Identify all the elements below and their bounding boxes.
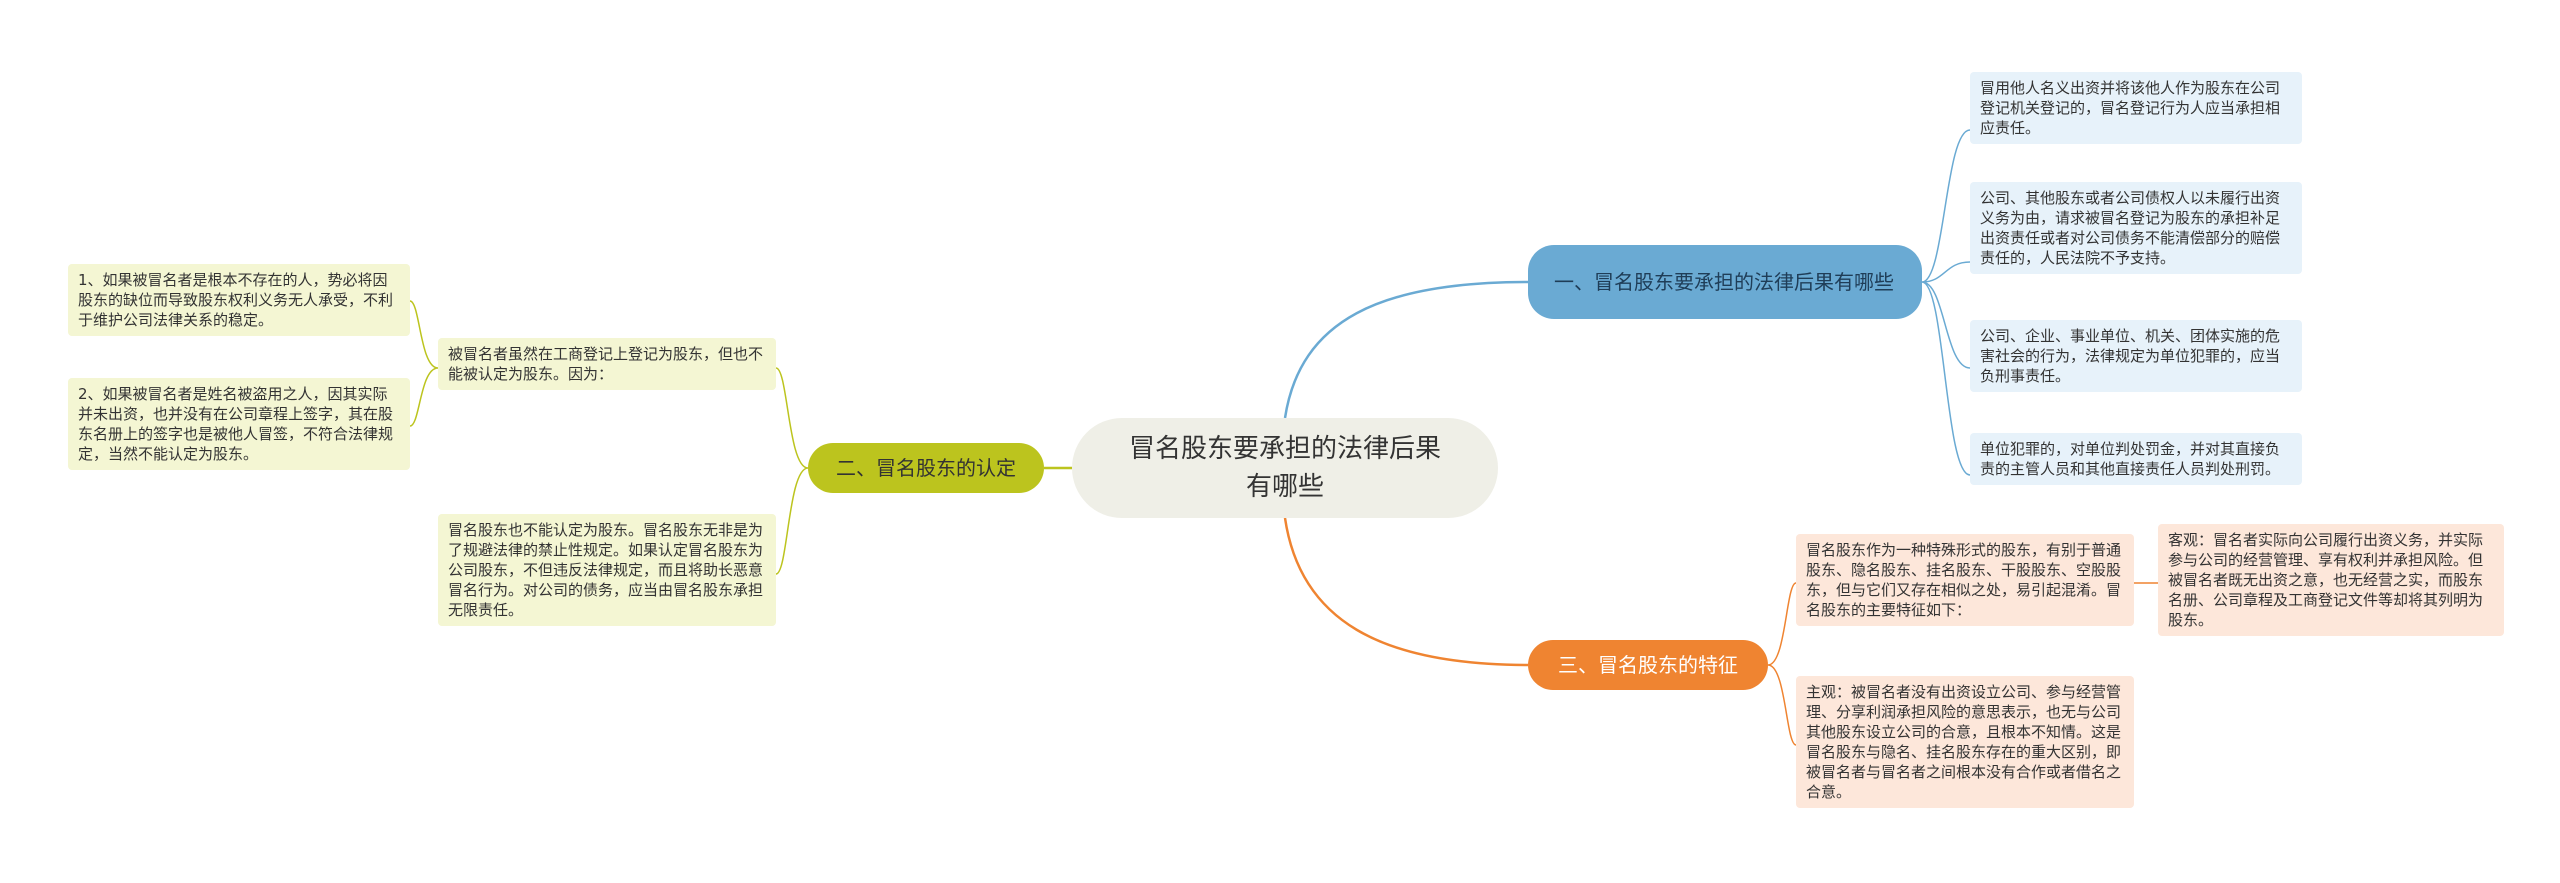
connector-root-b1 [1283, 280, 1529, 419]
branch-title: 二、冒名股东的认定 [836, 456, 1016, 480]
leaf-item[interactable]: 1、如果被冒名者是根本不存在的人，势必将因股东的缺位而导致股东权利义务无人承受，… [68, 264, 410, 336]
leaf-item[interactable]: 冒名股东作为一种特殊形式的股东，有别于普通股东、隐名股东、挂名股东、干股股东、空… [1796, 534, 2134, 626]
leaf-item[interactable]: 冒用他人名义出资并将该他人作为股东在公司登记机关登记的，冒名登记行为人应当承担相… [1970, 72, 2302, 144]
branch-legal-consequences[interactable]: 一、冒名股东要承担的法律后果有哪些 [1528, 245, 1922, 319]
branch-title: 三、冒名股东的特征 [1558, 653, 1738, 677]
leaf-text: 被冒名者虽然在工商登记上登记为股东，但也不能被认定为股东。因为： [448, 345, 764, 383]
branch-title: 一、冒名股东要承担的法律后果有哪些 [1554, 270, 1894, 294]
leaf-item[interactable]: 冒名股东也不能认定为股东。冒名股东无非是为了规避法律的禁止性规定。如果认定冒名股… [438, 514, 776, 626]
connector-b2-subs [775, 367, 809, 575]
leaf-text: 客观：冒名者实际向公司履行出资义务，并实际参与公司的经营管理、享有权利并承担风险… [2168, 531, 2484, 629]
root-topic[interactable]: 冒名股东要承担的法律后果有哪些 [1072, 418, 1498, 518]
leaf-text: 公司、其他股东或者公司债权人以未履行出资义务为由，请求被冒名登记为股东的承担补足… [1980, 189, 2281, 267]
leaf-item[interactable]: 主观：被冒名者没有出资设立公司、参与经营管理、分享利润承担风险的意思表示，也无与… [1796, 676, 2134, 808]
leaf-text: 公司、企业、事业单位、机关、团体实施的危害社会的行为，法律规定为单位犯罪的，应当… [1980, 327, 2281, 385]
connector-root-b3 [1283, 517, 1529, 667]
branch-characteristics[interactable]: 三、冒名股东的特征 [1528, 640, 1768, 690]
leaf-item[interactable]: 单位犯罪的，对单位判处罚金，并对其直接负责的主管人员和其他直接责任人员判处刑罚。 [1970, 433, 2302, 485]
leaf-text: 单位犯罪的，对单位判处罚金，并对其直接负责的主管人员和其他直接责任人员判处刑罚。 [1980, 440, 2281, 478]
leaf-text: 冒用他人名义出资并将该他人作为股东在公司登记机关登记的，冒名登记行为人应当承担相… [1980, 79, 2281, 137]
leaf-item[interactable]: 公司、企业、事业单位、机关、团体实施的危害社会的行为，法律规定为单位犯罪的，应当… [1970, 320, 2302, 392]
leaf-item[interactable]: 公司、其他股东或者公司债权人以未履行出资义务为由，请求被冒名登记为股东的承担补足… [1970, 182, 2302, 274]
connector-b3-sub1-curve [1515, 583, 1530, 665]
leaf-item[interactable]: 客观：冒名者实际向公司履行出资义务，并实际参与公司的经营管理、享有权利并承担风险… [2158, 524, 2504, 636]
root-title: 冒名股东要承担的法律后果有哪些 [1128, 434, 1441, 502]
connector-b1-leaves [1921, 129, 1971, 476]
leaf-text: 1、如果被冒名者是根本不存在的人，势必将因股东的缺位而导致股东权利义务无人承受，… [78, 271, 394, 329]
leaf-text: 冒名股东也不能认定为股东。冒名股东无非是为了规避法律的禁止性规定。如果认定冒名股… [448, 521, 764, 619]
connector-b3-fork-visible [1767, 582, 1797, 746]
leaf-text: 主观：被冒名者没有出资设立公司、参与经营管理、分享利润承担风险的意思表示，也无与… [1806, 683, 2122, 801]
branch-identification[interactable]: 二、冒名股东的认定 [808, 443, 1044, 493]
leaf-item[interactable]: 2、如果被冒名者是姓名被盗用之人，因其实际并未出资，也并没有在公司章程上签字，其… [68, 378, 410, 470]
connector-b2sub1-children [409, 300, 439, 427]
leaf-item[interactable]: 被冒名者虽然在工商登记上登记为股东，但也不能被认定为股东。因为： [438, 338, 776, 390]
leaf-text: 2、如果被冒名者是姓名被盗用之人，因其实际并未出资，也并没有在公司章程上签字，其… [78, 385, 394, 463]
leaf-text: 冒名股东作为一种特殊形式的股东，有别于普通股东、隐名股东、挂名股东、干股股东、空… [1806, 541, 2122, 619]
